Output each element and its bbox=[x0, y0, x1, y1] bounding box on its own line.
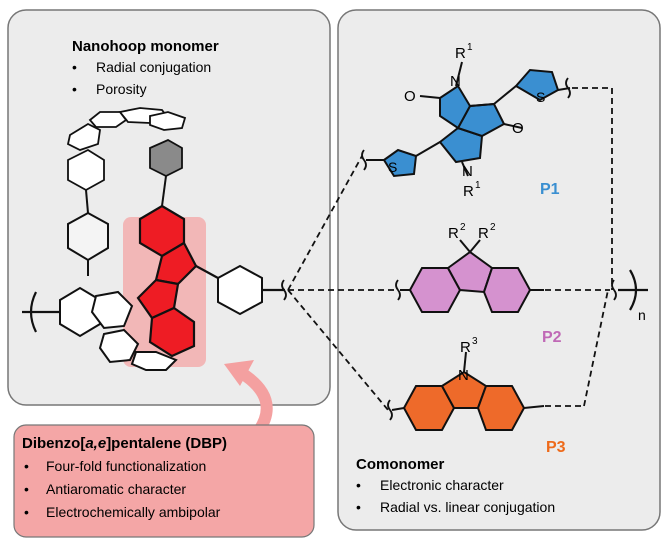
dbp-title-prefix: Dibenzo[ bbox=[22, 435, 85, 452]
p1-structure bbox=[361, 61, 571, 178]
dbp-core bbox=[136, 204, 198, 358]
p2-label: P2 bbox=[542, 329, 562, 346]
dbp-bullet-1: Four-fold functionalization bbox=[46, 458, 206, 474]
attachment-squiggle bbox=[281, 279, 287, 301]
comonomer-bullet-2: Radial vs. linear conjugation bbox=[380, 499, 555, 515]
benzene-ring bbox=[130, 351, 178, 371]
squiggle bbox=[395, 279, 401, 301]
benzene-ring bbox=[67, 148, 105, 192]
dbp-info-box bbox=[13, 424, 315, 538]
superscript: 2 bbox=[460, 222, 466, 233]
superscript: 3 bbox=[472, 336, 478, 347]
dbp-title-italic: a,e bbox=[85, 435, 106, 452]
nanohoop-bottom-rings bbox=[59, 286, 178, 371]
atom-N: N bbox=[462, 163, 473, 180]
atom-O: O bbox=[404, 88, 416, 105]
bullet-dot: • bbox=[24, 481, 29, 497]
bullet-dot: • bbox=[356, 499, 361, 515]
atom-S: S bbox=[388, 159, 397, 175]
atom-N: N bbox=[458, 367, 469, 384]
squiggle bbox=[361, 149, 367, 171]
substituent-R: R bbox=[478, 225, 489, 242]
nanohoop-top-rings bbox=[66, 107, 187, 192]
dbp-title: Dibenzo[a,e]pentalene (DBP) bbox=[22, 435, 227, 452]
atom-N: N bbox=[450, 73, 461, 90]
dbp-benzo-ring-bottom bbox=[148, 306, 196, 358]
superscript: 1 bbox=[467, 42, 473, 53]
nanohoop-title: Nanohoop monomer bbox=[72, 38, 219, 55]
substituent-R: R bbox=[448, 225, 459, 242]
bullet-dot: • bbox=[356, 477, 361, 493]
bullet-dot: • bbox=[72, 59, 77, 75]
bullet-dot: • bbox=[24, 458, 29, 474]
substituent-R: R bbox=[460, 339, 471, 356]
benzene-ring bbox=[98, 328, 140, 364]
comonomer-bullet-1: Electronic character bbox=[380, 477, 504, 493]
left-bracket bbox=[22, 291, 60, 333]
benzene-ring-gray bbox=[149, 138, 183, 178]
p1-label: P1 bbox=[540, 181, 560, 198]
squiggle bbox=[387, 399, 393, 421]
substituent-R: R bbox=[463, 183, 474, 200]
dpp-ring-left bbox=[438, 126, 484, 164]
p3-label: P3 bbox=[546, 439, 566, 456]
phenyl-right bbox=[195, 264, 285, 316]
pointer-arrowhead bbox=[224, 360, 254, 386]
bullet-dot: • bbox=[72, 81, 77, 97]
p3-structure bbox=[387, 351, 545, 431]
benzene-ring bbox=[90, 290, 134, 330]
dbp-bullet-3: Electrochemically ambipolar bbox=[46, 504, 221, 520]
thiophene-left bbox=[382, 148, 418, 178]
squiggle bbox=[565, 77, 571, 99]
superscript: 1 bbox=[475, 180, 481, 191]
dpp-ring-top bbox=[439, 84, 472, 130]
right-bracket bbox=[611, 269, 648, 311]
repeat-n: n bbox=[638, 307, 646, 323]
comonomer-title: Comonomer bbox=[356, 456, 445, 473]
superscript: 2 bbox=[490, 222, 496, 233]
dbp-bullet-2: Antiaromatic character bbox=[46, 481, 186, 497]
atom-O: O bbox=[512, 120, 524, 137]
dbp-pentalene-ring-1 bbox=[154, 241, 198, 286]
nanohoop-bullet-1: Radial conjugation bbox=[96, 59, 211, 75]
atom-S: S bbox=[536, 89, 545, 105]
dashed-connectors bbox=[287, 87, 613, 411]
benzene-ring bbox=[66, 122, 101, 151]
nanohoop-left-chain bbox=[67, 175, 167, 276]
nanohoop-bullet-2: Porosity bbox=[96, 81, 147, 97]
benzene-ring bbox=[149, 111, 187, 131]
substituent-R: R bbox=[455, 45, 466, 62]
bullet-dot: • bbox=[24, 504, 29, 520]
thiophene-right bbox=[514, 68, 560, 102]
dbp-title-suffix: ]pentalene (DBP) bbox=[106, 435, 227, 452]
p2-structure bbox=[395, 239, 544, 313]
benzene-ring bbox=[217, 264, 263, 316]
